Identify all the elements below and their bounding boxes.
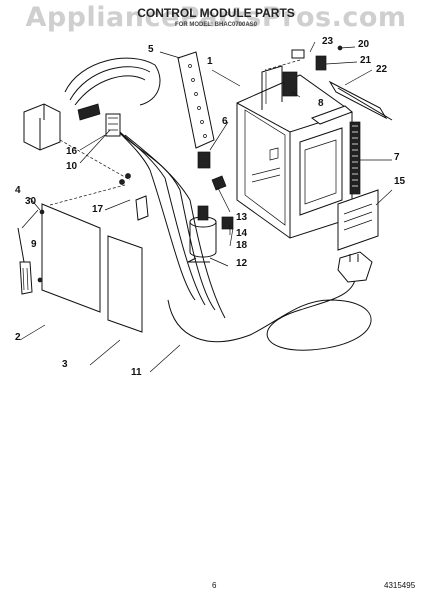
watermark: AppliancePartsPros.com [25, 2, 407, 33]
wire-terminal [135, 195, 149, 221]
callout-3: 3 [62, 359, 68, 370]
callout-21: 21 [360, 55, 372, 66]
callout-18: 18 [236, 240, 248, 251]
power-cord [167, 251, 373, 351]
screwdriver [17, 227, 33, 295]
callout-4: 4 [15, 185, 21, 196]
diagram-subtitle: FOR MODEL: BHAC0700AS0 [174, 22, 257, 28]
callout-8: 8 [318, 98, 324, 109]
terminal-block [211, 175, 227, 191]
callout-13: 13 [236, 212, 248, 223]
terminal-strip [349, 121, 361, 195]
mounting-clip [291, 49, 305, 59]
callout-20-label: 20 [358, 39, 370, 50]
wire-harness [64, 57, 226, 319]
callout-6: 6 [222, 116, 228, 127]
thermistor-clip [315, 55, 327, 71]
selector-switch [197, 151, 211, 169]
callout-2: 2 [15, 332, 21, 343]
assembly-leader-lines [49, 59, 301, 206]
document-number: 4315495 [384, 581, 416, 590]
diagram-title: CONTROL MODULE PARTS [137, 6, 295, 20]
mounting-bracket [177, 51, 215, 149]
callout-16: 16 [66, 146, 78, 157]
callout-7: 7 [394, 152, 400, 163]
control-box-housing [236, 65, 353, 239]
callout-1: 1 [207, 56, 213, 67]
wiring-label [337, 189, 379, 251]
callout-23: 23 [322, 36, 334, 47]
callout-30: 30 [25, 196, 37, 207]
callout-15: 15 [394, 176, 406, 187]
callout-22: 22 [376, 64, 388, 75]
callout-leaders [19, 41, 393, 373]
screws [37, 45, 343, 283]
callout-9: 9 [31, 239, 37, 250]
wire-connector [105, 113, 121, 137]
callout-12: 12 [236, 258, 248, 269]
callout-11: 11 [131, 367, 142, 378]
relay [221, 216, 234, 230]
switch-cover [23, 103, 61, 151]
callout-5: 5 [148, 44, 154, 55]
control-board [282, 71, 298, 97]
page-number: 6 [212, 581, 217, 590]
front-panel [41, 203, 101, 313]
callout-14: 14 [236, 228, 248, 239]
callout-17: 17 [92, 204, 104, 215]
callout-10: 10 [66, 161, 78, 172]
inner-panel [107, 235, 143, 333]
